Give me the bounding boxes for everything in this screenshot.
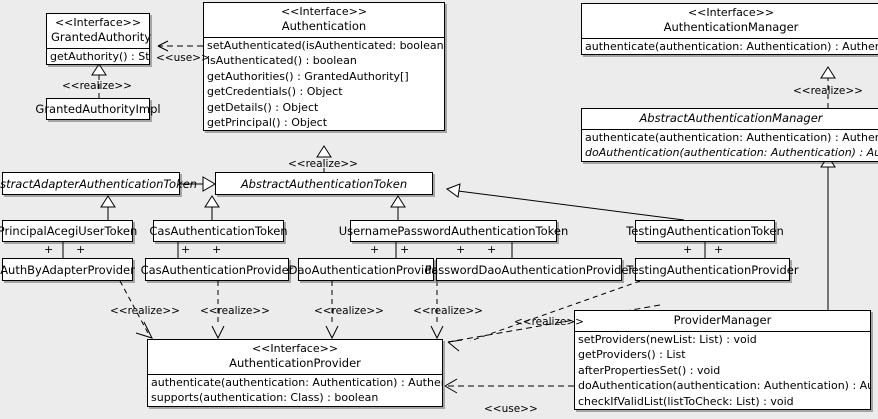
class-name: AuthenticationProvider (229, 356, 361, 370)
class-authentication[interactable]: <<Interface>> Authentication setAuthenti… (203, 2, 445, 132)
edge-label-use-provider-manager: <<use>> (484, 403, 538, 415)
method-item: isAuthenticated() : boolean (207, 54, 357, 68)
plus-marker: + (181, 243, 191, 256)
class-header: ProviderManager (575, 311, 870, 331)
method-item: getPrincipal() : Object (207, 116, 328, 130)
method-item: getCredentials() : Object (207, 85, 343, 99)
class-abstract-adapter-authentication-token[interactable]: AbstractAdapterAuthenticationToken (0, 172, 197, 195)
class-name: PrincipalAcegiUserToken (0, 224, 138, 238)
class-testing-authentication-token[interactable]: TestingAuthenticationToken (626, 220, 784, 242)
class-header: <<Interface>> Authentication (204, 3, 444, 37)
plus-marker: + (212, 243, 222, 256)
class-password-dao-authentication-provider[interactable]: PasswordDaoAuthenticationProvider (425, 258, 633, 281)
plus-marker: + (714, 243, 724, 256)
edge-label-realize-dao-provider: <<realize>> (314, 305, 384, 317)
class-name: AuthenticationManager (663, 20, 799, 34)
methods-compartment: setAuthenticated(isAuthenticated: boolea… (204, 37, 444, 130)
class-authentication-manager[interactable]: <<Interface>> AuthenticationManager auth… (581, 3, 878, 56)
edge-label-use-granted-authority: <<use>> (156, 52, 210, 64)
class-name: CasAuthenticationToken (149, 224, 288, 238)
stereotype-label: <<Interface>> (251, 342, 339, 355)
plus-marker: + (44, 243, 54, 256)
class-name: AuthByAdapterProvider (0, 262, 135, 277)
method-item: authenticate(authentication: Authenticat… (585, 40, 878, 53)
class-name: PasswordDaoAuthenticationProvider (424, 262, 634, 277)
plus-marker: + (400, 243, 410, 256)
methods-compartment: authenticate(authentication: Authenticat… (582, 38, 878, 54)
stereotype-label: <<Interface>> (280, 5, 368, 18)
class-name: DaoAuthenticationProvider (288, 262, 444, 277)
method-item: getDetails() : Object (207, 100, 319, 114)
class-cas-authentication-provider[interactable]: CasAuthenticationProvider (141, 258, 293, 281)
class-principal-acegi-user-token[interactable]: PrincipalAcegiUserToken (0, 220, 137, 242)
class-cas-authentication-token[interactable]: CasAuthenticationToken (149, 220, 288, 242)
class-testing-authentication-provider[interactable]: TestingAuthenticationProvider (626, 258, 799, 281)
method-item: doAuthentication(authentication: Authent… (585, 146, 878, 160)
class-name: AbstractAuthenticationToken (240, 176, 408, 191)
class-authentication-provider[interactable]: <<Interface>> AuthenticationProvider aut… (147, 339, 443, 407)
stereotype-label: <<Interface>> (687, 6, 775, 19)
stereotype-label: <<Interface>> (54, 16, 142, 29)
method-item: authenticate(authentication: Authenticat… (151, 376, 442, 389)
methods-compartment: authenticate(authentication: Authenticat… (148, 374, 442, 406)
plus-marker: + (683, 243, 693, 256)
class-granted-authority-impl[interactable]: GrantedAuthorityImpl (35, 98, 161, 120)
class-name: AbstractAuthenticationManager (639, 111, 823, 125)
method-item: supports(authentication: Class) : boolea… (151, 391, 379, 405)
method-item: checkIfValidList(listToCheck: List) : vo… (578, 394, 794, 408)
class-name: ProviderManager (673, 313, 772, 327)
method-item: authenticate(authentication: Authenticat… (585, 131, 878, 144)
method-item: setProviders(newList: List) : void (578, 333, 757, 346)
method-item: getProviders() : List (578, 348, 686, 362)
edge-label-realize-authentication: <<realize>> (288, 158, 358, 170)
class-name: AbstractAdapterAuthenticationToken (0, 176, 198, 191)
class-name: TestingAuthenticationProvider (626, 262, 799, 277)
methods-compartment: getAuthority() : String (47, 48, 149, 64)
edge-label-realize-auth-by-adapter: <<realize>> (110, 305, 180, 317)
methods-compartment: authenticate(authentication: Authenticat… (582, 129, 878, 161)
class-provider-manager[interactable]: ProviderManager setProviders(newList: Li… (574, 310, 871, 411)
class-abstract-authentication-manager[interactable]: AbstractAuthenticationManager authentica… (581, 108, 878, 162)
class-header: <<Interface>> AuthenticationManager (582, 4, 878, 38)
edge-label-realize-provider-manager: <<realize>> (514, 316, 584, 328)
method-item: afterPropertiesSet() : void (578, 363, 721, 377)
class-dao-authentication-provider[interactable]: DaoAuthenticationProvider (289, 258, 443, 281)
class-auth-by-adapter-provider[interactable]: AuthByAdapterProvider (0, 258, 135, 281)
class-name: UsernamePasswordAuthenticationToken (338, 224, 569, 238)
edge-label-realize-authentication-manager: <<realize>> (793, 85, 863, 97)
edge-label-realize-password-dao-provider: <<realize>> (413, 305, 483, 317)
plus-marker: + (456, 243, 466, 256)
edge-label-realize-cas-provider: <<realize>> (200, 305, 270, 317)
class-header: AbstractAuthenticationManager (582, 109, 878, 129)
class-username-password-authentication-token[interactable]: UsernamePasswordAuthenticationToken (339, 220, 568, 242)
plus-marker: + (370, 243, 380, 256)
method-item: setAuthenticated(isAuthenticated: boolea… (207, 39, 444, 52)
class-header: <<Interface>> GrantedAuthority (47, 14, 152, 48)
class-granted-authority[interactable]: <<Interface>> GrantedAuthority getAuthor… (46, 13, 152, 66)
method-item: doAuthentication(authentication: Authent… (578, 379, 870, 393)
class-name: CasAuthenticationProvider (140, 262, 294, 277)
method-item: getAuthority() : String (50, 50, 149, 63)
class-name: GrantedAuthority (51, 30, 152, 44)
class-abstract-authentication-token[interactable]: AbstractAuthenticationToken (215, 172, 433, 195)
plus-marker: + (76, 243, 86, 256)
method-item: getAuthorities() : GrantedAuthority[] (207, 69, 409, 83)
class-name: TestingAuthenticationToken (626, 224, 784, 238)
class-name: Authentication (281, 19, 367, 33)
methods-compartment: setProviders(newList: List) : void getPr… (575, 331, 870, 409)
class-header: <<Interface>> AuthenticationProvider (148, 340, 442, 374)
edge-label-realize-granted-authority: <<realize>> (62, 80, 132, 92)
plus-marker: + (487, 243, 497, 256)
class-name: GrantedAuthorityImpl (35, 102, 161, 116)
